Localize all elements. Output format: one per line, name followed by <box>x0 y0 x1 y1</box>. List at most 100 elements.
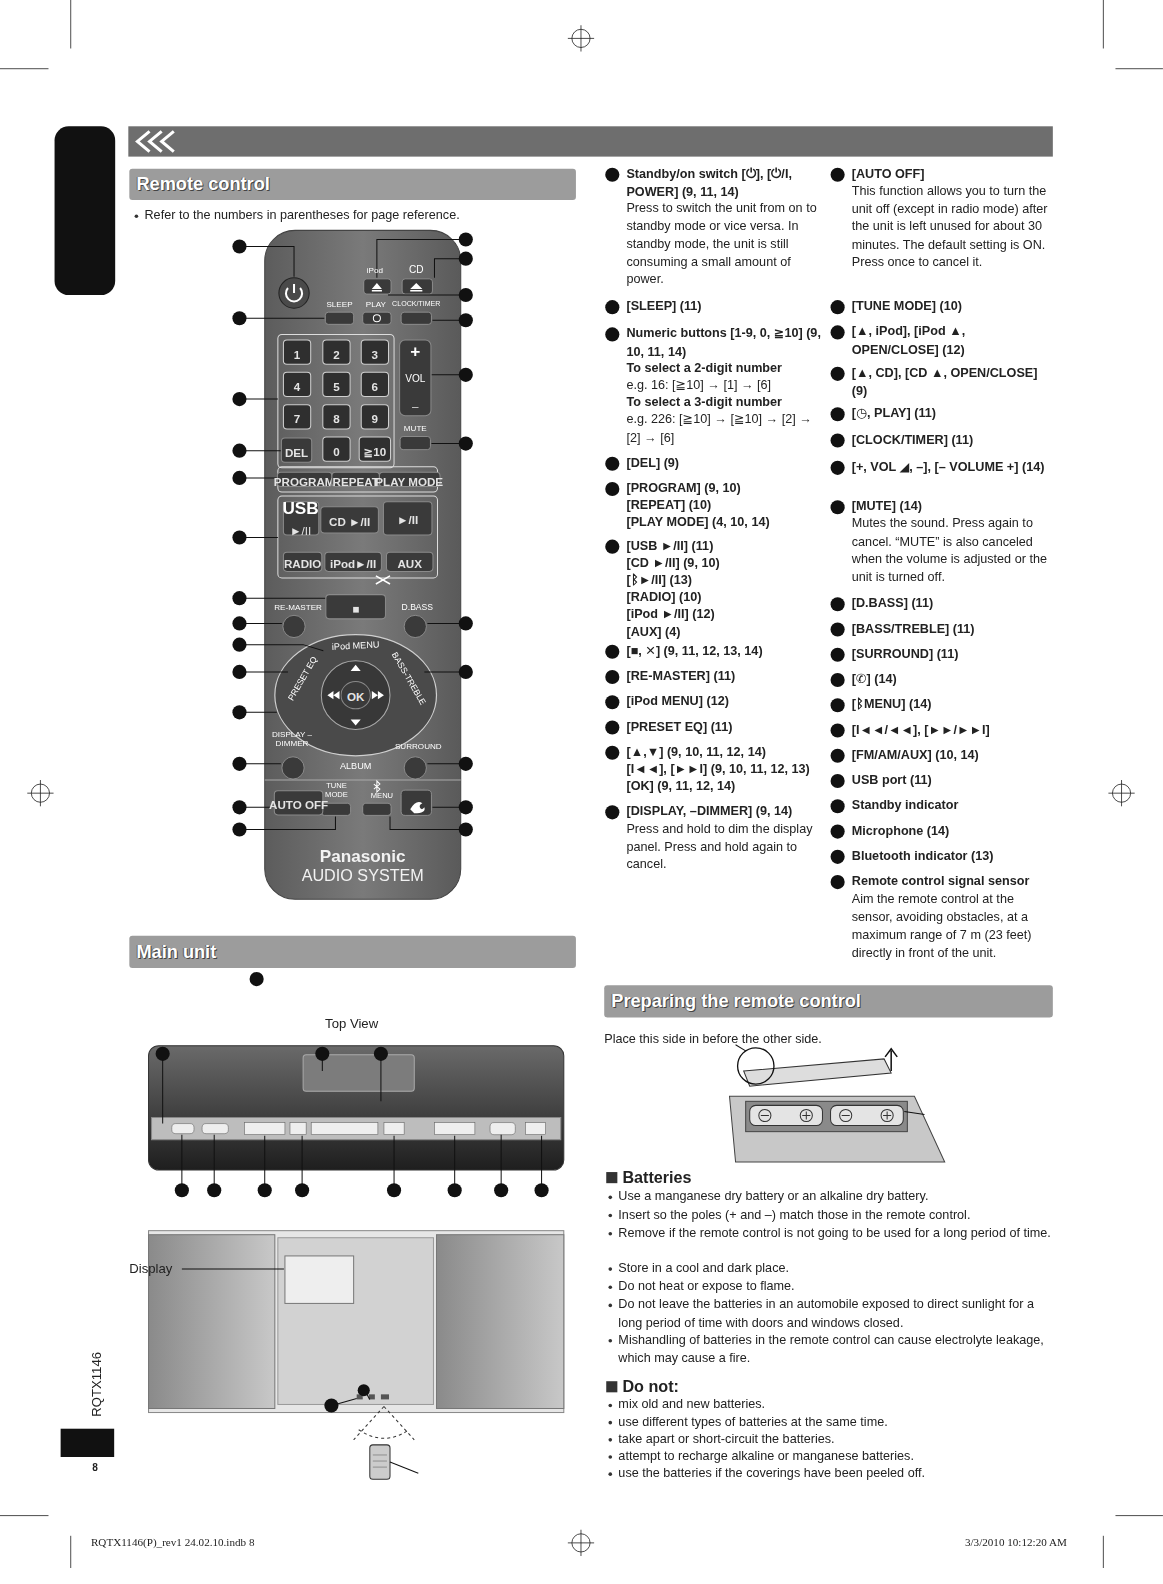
button-label: SURROUND <box>395 742 442 751</box>
item-heading: [ᛒMENU] (14) <box>852 696 1054 714</box>
circle-shape <box>283 615 305 637</box>
text-label: Top View <box>325 1014 378 1032</box>
line-shape <box>1115 68 1162 69</box>
remote-button: PLAY MODE <box>378 472 440 487</box>
path-shape <box>137 131 173 151</box>
rect-shape <box>202 1124 228 1134</box>
button-label: CLOCK/TIMER <box>392 300 440 308</box>
rect-shape <box>172 1124 194 1134</box>
item-heading: [PRESET EQ] (11) <box>626 718 826 736</box>
circle-shape <box>459 665 473 679</box>
remote-button: AUX <box>386 552 433 572</box>
node-text: Main unit <box>136 941 216 962</box>
g-shape <box>163 1050 542 1190</box>
text-label: Store in a cool and dark place. <box>618 1260 1052 1278</box>
circle-shape <box>831 622 845 636</box>
circle-shape <box>448 1183 462 1197</box>
node-text: ►/II <box>290 524 311 537</box>
item-heading: Numeric buttons [1-9, 0, ≧10] (9, 10, 11… <box>626 325 826 360</box>
item-heading: [DEL] (9) <box>626 455 826 473</box>
text-label: e.g. 16: [≧10] → [1] → [6] <box>626 377 826 395</box>
text-label: use different types of batteries at the … <box>618 1414 1052 1432</box>
line-shape <box>1121 780 1122 806</box>
circle-shape <box>387 1183 401 1197</box>
node-text: Remote control <box>136 174 269 195</box>
text-label: Display <box>129 1260 172 1278</box>
circle-shape <box>608 1438 612 1442</box>
button-label: RE-MASTER <box>274 603 322 612</box>
rect-shape <box>410 290 422 292</box>
item-heading: [MUTE] (14) <box>852 498 1054 516</box>
rect-shape <box>363 312 391 324</box>
number-button: 4 <box>283 372 311 397</box>
line-shape <box>265 780 461 781</box>
circle-shape <box>404 615 426 637</box>
g-shape <box>327 665 384 726</box>
text-label: Press to switch the unit from on to stan… <box>626 200 826 288</box>
item-heading: [▲, iPod], [iPod ▲, OPEN/CLOSE] (12) <box>852 323 1054 358</box>
circle-shape <box>831 824 845 838</box>
path-shape <box>885 1049 897 1071</box>
line-shape <box>0 68 48 69</box>
node-text: 8 <box>333 413 339 425</box>
number-button: 9 <box>361 404 389 429</box>
node-text: 7 <box>294 413 300 425</box>
node-text: 5 <box>333 381 339 393</box>
item-heading: USB port (11) <box>852 772 1054 790</box>
circle-shape <box>605 670 619 684</box>
circle-shape <box>831 799 845 813</box>
text-label: This function allows you to turn the uni… <box>852 183 1054 271</box>
circle-shape <box>175 1183 189 1197</box>
text-label: 3/3/2010 10:12:20 AM <box>965 1535 1067 1551</box>
section-band: Main unit <box>129 936 576 968</box>
rect-shape <box>831 1105 904 1125</box>
item-heading: [✆] (14) <box>852 671 1054 689</box>
line-shape <box>373 1461 387 1462</box>
rect-shape <box>149 1235 275 1409</box>
node-text: ■ <box>352 603 359 616</box>
rect-shape <box>278 334 394 467</box>
text-label: [OK] (9, 11, 12, 14) <box>626 778 826 796</box>
circle-shape <box>831 673 845 687</box>
path-shape <box>730 1096 945 1162</box>
circle-shape <box>831 749 845 763</box>
circle-shape <box>232 757 246 771</box>
circle-shape <box>831 648 845 662</box>
remote-button: RADIO <box>283 552 322 572</box>
node-text: OK <box>347 691 364 704</box>
circle-shape <box>494 1183 508 1197</box>
circle-shape <box>608 1304 612 1308</box>
button-label: iPod <box>367 266 383 275</box>
line-shape <box>182 1269 284 1270</box>
circle-shape <box>315 1047 329 1061</box>
rect-shape <box>400 436 430 449</box>
item-heading: [+, VOL ◢, –], [– VOLUME +] (14) <box>852 459 1054 477</box>
text-label: Insert so the poles (+ and –) match thos… <box>618 1206 1052 1224</box>
line-shape <box>394 1136 395 1191</box>
text-label: Press and hold to dim the display panel.… <box>626 820 826 873</box>
circle-shape <box>279 278 309 308</box>
polyline-shape <box>239 318 324 319</box>
circle-shape <box>232 392 246 406</box>
node-text: 2 <box>333 349 339 361</box>
node-text: 6 <box>372 381 378 393</box>
circle-shape <box>605 720 619 734</box>
volume-rocker: +VOL– <box>399 339 431 416</box>
item-heading: [▲, CD], [CD ▲, OPEN/CLOSE] (9) <box>852 365 1054 400</box>
circle-shape <box>535 1183 549 1197</box>
button-label: CD <box>409 264 424 276</box>
line-shape <box>264 1136 265 1191</box>
item-heading: [SLEEP] (11) <box>626 298 826 316</box>
text-label: Do not leave the batteries in an automob… <box>618 1296 1052 1331</box>
polyline-shape <box>239 247 294 277</box>
circle-shape <box>608 1421 612 1425</box>
g-shape <box>232 232 472 986</box>
text-label: [CD ►/II] (9, 10) <box>626 555 826 573</box>
text-label: Do not heat or expose to flame. <box>618 1278 1052 1296</box>
polyline-shape <box>239 816 335 829</box>
rect-shape <box>606 1381 617 1392</box>
circle-shape <box>605 300 619 314</box>
polyline-shape <box>239 645 323 651</box>
circle-shape <box>831 774 845 788</box>
